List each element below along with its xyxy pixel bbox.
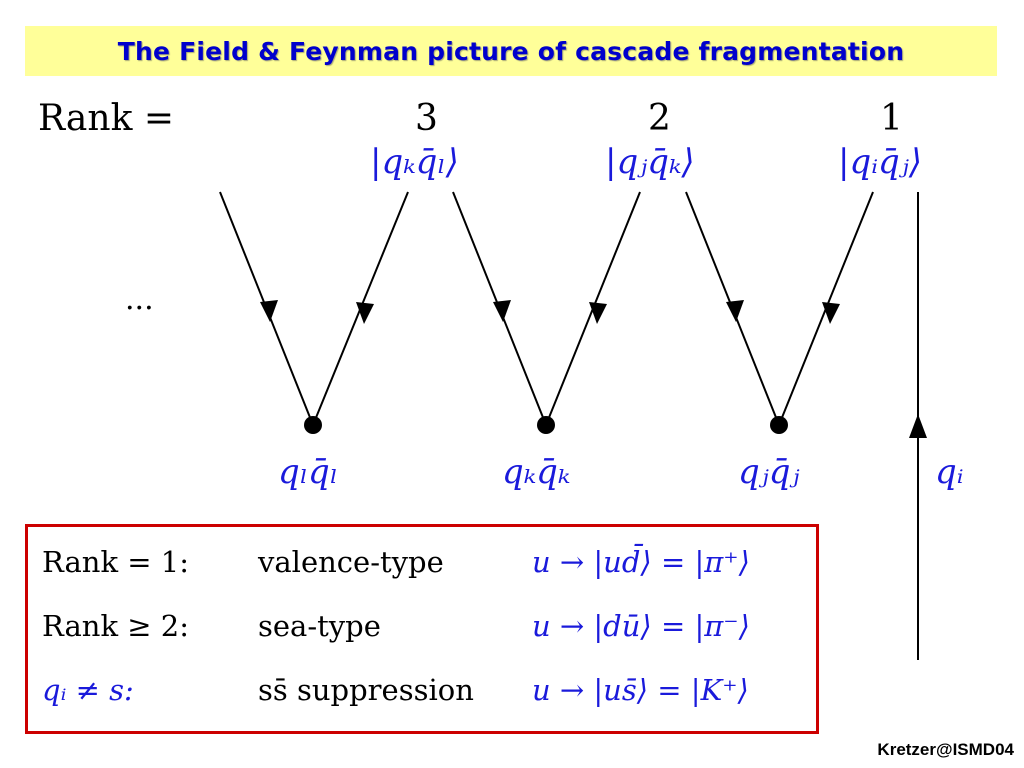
incoming-quark-label: qᵢ [935, 452, 964, 492]
arrow-2b [589, 302, 607, 324]
rank-label: Rank = [38, 98, 175, 139]
incoming-quark-arrow [909, 414, 927, 438]
row-label: Rank = 1: [42, 545, 189, 579]
footer-credit: Kretzer@ISMD04 [877, 740, 1014, 759]
row-type: sea-type [258, 609, 381, 643]
row-label: qᵢ ≠ s: [42, 673, 134, 707]
arrow-1b [356, 302, 374, 324]
pair-j: qⱼq̄ⱼ [738, 452, 800, 492]
vertex-3 [770, 416, 788, 434]
row-label: Rank ≥ 2: [42, 609, 189, 643]
vertex-1 [304, 416, 322, 434]
rank-summary-box: Rank = 1: valence-type u → |ud̄⟩ = |π⁺⟩ … [25, 524, 819, 734]
state-rank-2: |qⱼq̄ₖ⟩ [605, 142, 695, 182]
pair-k: qₖq̄ₖ [502, 452, 571, 492]
arrow-3b [822, 302, 840, 324]
row-type: ss̄ suppression [258, 673, 474, 707]
rank-1: 1 [880, 98, 903, 139]
arrow-1a [260, 300, 278, 322]
state-rank-1: |qᵢq̄ⱼ⟩ [838, 142, 923, 182]
rank-3: 3 [415, 98, 438, 139]
title-bar: The Field & Feynman picture of cascade f… [25, 26, 997, 76]
arrow-3a [726, 300, 744, 322]
rank-2: 2 [648, 98, 671, 139]
vertex-2 [537, 416, 555, 434]
row-example: u → |us̄⟩ = |K⁺⟩ [532, 673, 749, 707]
slide-title: The Field & Feynman picture of cascade f… [117, 36, 905, 66]
arrow-2a [493, 300, 511, 322]
pair-l: qₗq̄ₗ [278, 452, 339, 492]
row-type: valence-type [258, 545, 444, 579]
row-example: u → |dū⟩ = |π⁻⟩ [532, 609, 750, 643]
ellipsis: ... [125, 282, 154, 317]
state-rank-3: |qₖq̄ₗ⟩ [370, 142, 459, 182]
row-example: u → |ud̄⟩ = |π⁺⟩ [532, 545, 750, 579]
